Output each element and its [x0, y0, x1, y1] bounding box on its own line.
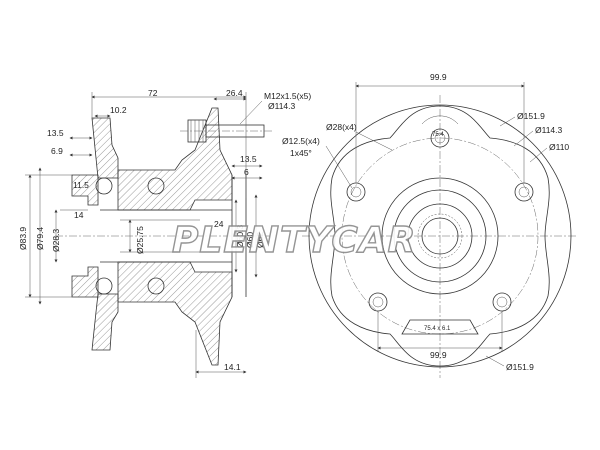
dim-dia-151-9-bottom: Ø151.9: [506, 362, 534, 372]
small-label: 75.4 x 6.1: [424, 326, 451, 332]
dim-10-2: 10.2: [110, 105, 127, 115]
hub-body-lower: [117, 261, 233, 366]
dim-24: 24: [214, 219, 224, 229]
wheel-stud: [180, 119, 272, 143]
spline-teeth: [417, 213, 463, 259]
bearing-housing-lower: [71, 266, 99, 298]
bottom-notch: [401, 319, 479, 335]
side-view: 72 26.4 M12x1.5(x5) Ø114.3 10.2 13.5 6.9…: [18, 88, 311, 378]
front-view: 75.4 x 6.1 99.9 Ø28(x4) Ø12.5(x4) 1x45° …: [282, 72, 578, 378]
stud-hole: [368, 292, 388, 312]
dim-chamfer: 1x45°: [290, 148, 312, 158]
stud-hole-inner: [372, 296, 384, 308]
dim-75-4: 75.4: [432, 132, 444, 138]
stud-hole-inner: [434, 132, 446, 144]
dim-dia-60: Ø60: [245, 232, 255, 248]
bearing-ball: [147, 177, 165, 195]
dim-bottom-99-9: 99.9: [430, 350, 447, 360]
dim-dia-83-9: Ø83.9: [18, 227, 28, 250]
watermark: PLENTYCAR: [172, 220, 416, 261]
stud-hole-inner: [350, 186, 362, 198]
bearing-housing-upper: [71, 174, 99, 206]
stud-hole-inner: [496, 296, 508, 308]
dim-dia-28-3: Ø28.3: [51, 229, 61, 252]
hub-body-upper: [117, 107, 233, 211]
dim-13-5-right: 13.5: [240, 154, 257, 164]
dim-dia-12-5-x4: Ø12.5(x4): [282, 136, 320, 146]
dim-dia-62: Ø62: [255, 232, 265, 248]
hub-flange-upper: [91, 117, 119, 179]
dim-dia-28-x4: Ø28(x4): [326, 122, 357, 132]
hub-center: [407, 203, 473, 269]
bearing-ball: [95, 277, 113, 295]
stud-hole: [430, 128, 450, 148]
stud-hole: [492, 292, 512, 312]
dim-6: 6: [244, 167, 249, 177]
dim-11-5: 11.5: [73, 180, 89, 190]
spline-bore: [421, 217, 459, 255]
pcd-circle: [341, 137, 539, 335]
angle-arc: [421, 115, 459, 125]
dim-72: 72: [148, 88, 158, 98]
dim-26-4: 26.4: [226, 88, 243, 98]
dim-14-1: 14.1: [224, 362, 241, 372]
flange-outline: [330, 105, 550, 367]
hub-flange-lower: [91, 293, 119, 351]
dim-13-5-left: 13.5: [47, 128, 64, 138]
bearing-outer-ring: [381, 177, 499, 295]
dim-dia-25-75: Ø25.75: [135, 226, 145, 254]
leader-stud: [239, 100, 263, 125]
dim-dia-114-3: Ø114.3: [535, 125, 563, 135]
dim-dia-151-9-top: Ø151.9: [517, 111, 545, 121]
dim-dia-110: Ø110: [549, 142, 569, 152]
outer-circle-151-9: [308, 104, 572, 368]
dim-top-99-9: 99.9: [430, 72, 447, 82]
dim-stud-pcd: Ø114.3: [268, 101, 296, 111]
stud-hole-inner: [518, 186, 530, 198]
bearing-ball: [147, 277, 165, 295]
dim-dia-60-3: Ø60.3: [235, 225, 245, 248]
dim-6-9: 6.9: [51, 146, 63, 156]
dim-dia-79-4: Ø79.4: [35, 227, 45, 250]
bearing-inner-ring: [393, 189, 487, 283]
dim-stud-thread: M12x1.5(x5): [264, 91, 311, 101]
bearing-ball: [95, 177, 113, 195]
dim-14: 14: [74, 210, 84, 220]
